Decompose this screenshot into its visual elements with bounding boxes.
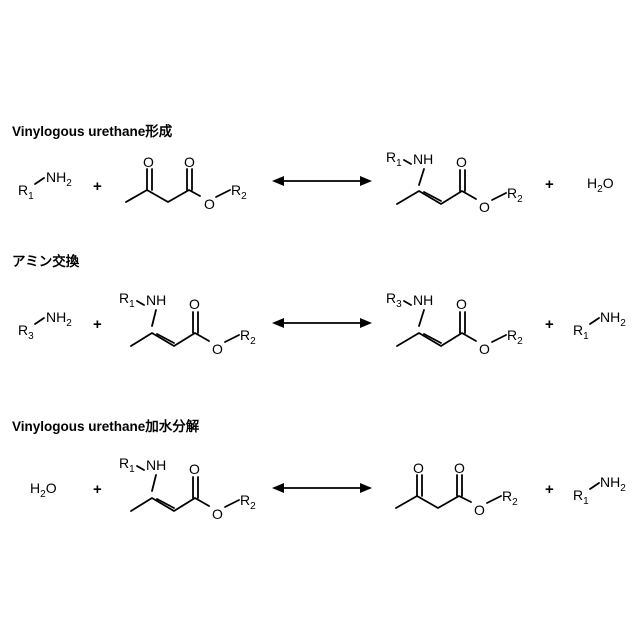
amine-r-label: R3 bbox=[18, 322, 34, 342]
enamine-ester-r-label: R2 bbox=[507, 327, 523, 347]
enamine-r-label: R1 bbox=[119, 455, 135, 475]
ester-r-label: R2 bbox=[231, 182, 247, 202]
ester-oxygen: O bbox=[474, 502, 485, 518]
ester-carbonyl-oxygen: O bbox=[184, 154, 195, 170]
ester-oxygen: O bbox=[204, 196, 215, 212]
enamine-carbonyl-oxygen: O bbox=[456, 296, 467, 312]
equilibrium-arrow bbox=[272, 176, 372, 186]
enamine-ester-oxygen: O bbox=[479, 341, 490, 357]
enamine-r-label: R3 bbox=[386, 290, 402, 310]
amine-reactant: R3 NH2 bbox=[18, 309, 72, 342]
enamine-nh-label: NH bbox=[413, 292, 433, 308]
enamine-nh-label: NH bbox=[413, 151, 433, 167]
amine-n-label: NH2 bbox=[600, 474, 626, 494]
amine-product: R1 NH2 bbox=[573, 309, 626, 342]
enamine-ester-r-label: R2 bbox=[240, 327, 256, 347]
plus-sign: + bbox=[545, 316, 554, 333]
water-product: H2O bbox=[587, 175, 614, 195]
enamine-r-label: R1 bbox=[386, 149, 402, 169]
reaction-formation: R1 NH2 + O O O R2 R1 NH bbox=[18, 149, 614, 215]
enamine-ester-oxygen: O bbox=[212, 341, 223, 357]
equilibrium-arrow bbox=[272, 318, 372, 328]
enamine-ester-oxygen: O bbox=[479, 199, 490, 215]
ketone-oxygen: O bbox=[413, 460, 424, 476]
amine-bond bbox=[35, 178, 44, 184]
reaction-hydrolysis: H2O + R1 NH O O R2 O bbox=[30, 455, 626, 522]
plus-sign: + bbox=[93, 316, 102, 333]
enamine-carbonyl-oxygen: O bbox=[189, 296, 200, 312]
amine-r-label: R1 bbox=[573, 487, 589, 507]
amine-product: R1 NH2 bbox=[573, 474, 626, 507]
enamine-carbonyl-oxygen: O bbox=[456, 154, 467, 170]
ester-carbonyl-oxygen: O bbox=[454, 460, 465, 476]
equilibrium-arrow bbox=[272, 483, 372, 493]
enamine-r-label: R1 bbox=[119, 290, 135, 310]
plus-sign: + bbox=[545, 176, 554, 193]
enamine-carbonyl-oxygen: O bbox=[189, 461, 200, 477]
amine-reactant: R1 NH2 bbox=[18, 169, 72, 202]
enamine-ester-r-label: R2 bbox=[507, 185, 523, 205]
amine-n-label: NH2 bbox=[46, 169, 72, 189]
plus-sign: + bbox=[93, 178, 102, 195]
amine-n-label: NH2 bbox=[46, 309, 72, 329]
enamine-reactant: R1 NH O O R2 bbox=[119, 455, 256, 522]
enamine-reactant: R1 NH O O R2 bbox=[119, 290, 256, 357]
enamine-nh-label: NH bbox=[146, 292, 166, 308]
amine-r-label: R1 bbox=[573, 322, 589, 342]
plus-sign: + bbox=[93, 481, 102, 498]
enamine-ester-oxygen: O bbox=[212, 506, 223, 522]
ester-r-label: R2 bbox=[502, 488, 518, 508]
amine-r-label: R1 bbox=[18, 182, 34, 202]
enamine-product: R3 NH O O R2 bbox=[386, 290, 523, 357]
enamine-product: R1 NH O O R2 bbox=[386, 149, 523, 215]
water-reactant: H2O bbox=[30, 480, 57, 500]
plus-sign: + bbox=[545, 481, 554, 498]
ketoester-reactant: O O O R2 bbox=[126, 154, 247, 212]
amine-n-label: NH2 bbox=[600, 309, 626, 329]
enamine-nh-label: NH bbox=[146, 457, 166, 473]
reaction-amine-exchange: R3 NH2 + R1 NH O O R2 R3 NH bbox=[18, 290, 626, 357]
ketone-oxygen: O bbox=[143, 154, 154, 170]
enamine-ester-r-label: R2 bbox=[240, 492, 256, 512]
ketoester-product: O O O R2 bbox=[396, 460, 518, 518]
